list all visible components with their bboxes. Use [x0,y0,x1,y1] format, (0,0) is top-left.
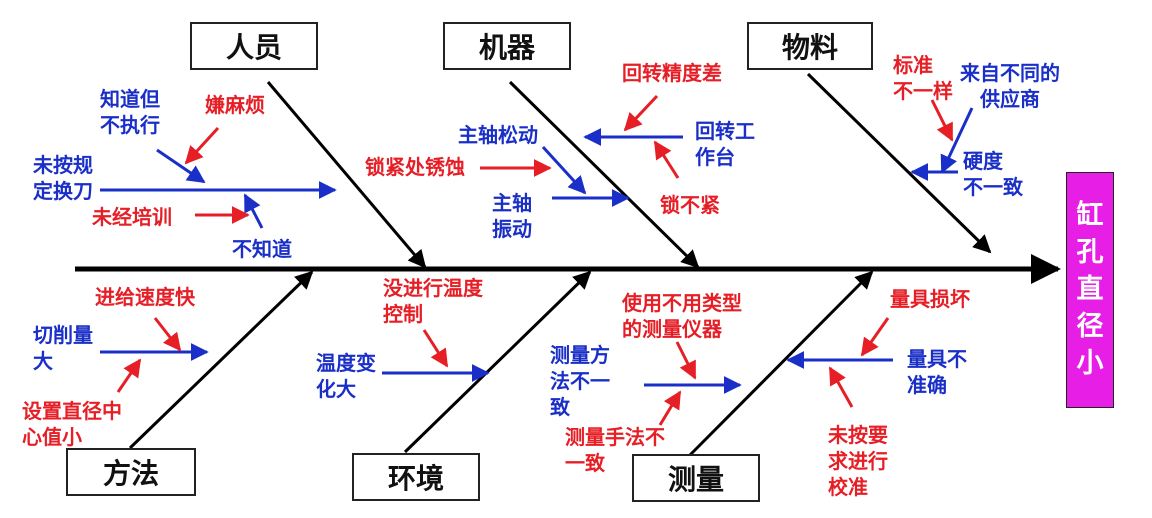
cause-temp-change: 温度变 化大 [316,351,376,401]
arrow-wrong-instrument [675,341,697,380]
cause-lock-rust: 锁紧处锈蚀 [365,155,465,179]
category-method: 方法 [66,448,196,496]
bone-environment [403,270,592,454]
arrow-rotation-precision [623,94,659,132]
category-environment: 环境 [352,453,480,501]
effect-box: 缸 孔 直 径 小 [1066,172,1114,408]
cause-troublesome: 嫌麻烦 [205,93,265,117]
cause-spindle-loose: 主轴松动 [458,123,538,147]
arrow-standard [930,99,954,142]
bone-material [806,72,992,254]
cause-wrong-instrument: 使用不用类型 的测量仪器 [622,291,742,341]
cause-not-calibrated: 未按要 求进行 校准 [828,423,888,499]
arrow-know-not-execute [156,148,206,184]
cause-know-not-execute: 知道但 不执行 [100,87,160,137]
cause-standard-diff: 标准 不一样 [893,53,953,103]
cause-diff-suppliers: 来自不同的 供应商 [960,61,1060,111]
bone-method [128,270,314,450]
cause-gauge-damaged: 量具损坏 [890,287,970,311]
cause-dont-know: 不知道 [232,237,292,261]
arrow-troublesome [184,126,220,165]
cause-feed-fast: 进给速度快 [95,285,195,309]
cause-technique-diff: 测量手法不 一致 [565,425,665,475]
arrow-center-small [116,358,142,393]
cause-rotation-precision: 回转精度差 [622,61,722,85]
arrow-spindle-loose [541,145,587,195]
arrow-dont-know [243,193,264,229]
cause-spindle-vibration: 主轴 振动 [492,191,532,241]
cause-center-small: 设置直径中 心值小 [22,399,122,449]
bone-measurement [688,270,874,457]
cause-hardness-diff: 硬度 不一致 [963,149,1023,199]
cause-gauge-inaccurate: 量具不 准确 [907,347,967,397]
category-people: 人员 [190,22,318,70]
arrow-not-locked [653,140,680,179]
cause-not-change-tool: 未按规 定换刀 [33,153,93,203]
arrow-not-calibrated [828,366,854,408]
arrow-technique-diff [658,390,682,426]
arrow-feed-fast [153,317,182,352]
cause-cut-amount: 切削量 大 [33,323,93,373]
category-measurement: 测量 [632,454,760,502]
category-material: 物料 [747,22,873,70]
bone-machine [508,80,700,269]
cause-rotary-table: 回转工 作台 [695,119,755,169]
bone-people [266,81,427,269]
category-machine: 机器 [443,22,571,70]
cause-no-temp-control: 没进行温度 控制 [383,276,483,326]
arrow-no-temp-control [422,329,449,368]
cause-method-diff: 测量方 法不一 致 [550,343,610,419]
arrow-suppliers [940,107,974,174]
cause-not-locked: 锁不紧 [660,193,720,217]
arrow-gauge-damaged [860,317,890,357]
cause-not-trained: 未经培训 [92,205,172,229]
